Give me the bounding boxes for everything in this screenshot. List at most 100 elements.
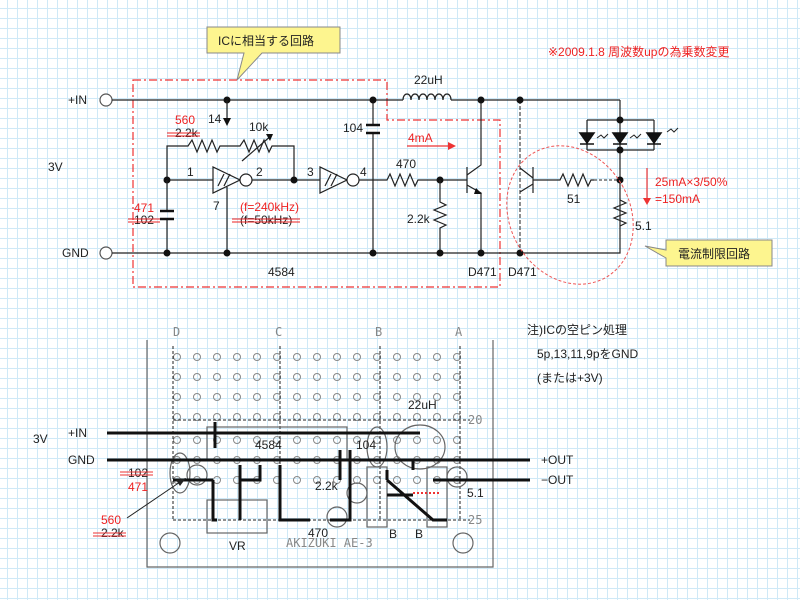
inverter-1	[212, 166, 242, 194]
board-hole	[293, 476, 301, 484]
ic-callout-text: ICに相当する回路	[218, 33, 314, 48]
board-hole	[393, 436, 401, 444]
r1-new-value: 560	[175, 113, 195, 127]
led-current-total: =150mA	[655, 192, 700, 206]
notes-line1: 5p,13,11,9pをGND	[537, 347, 639, 361]
ic-name: 4584	[268, 265, 295, 279]
board-hole	[333, 353, 341, 361]
inverter-2	[319, 166, 349, 194]
board-hole	[173, 353, 181, 361]
board-c2: 104	[356, 438, 376, 452]
r4-value: 51	[567, 192, 581, 206]
col-a: A	[455, 325, 463, 339]
board-hole	[413, 413, 421, 421]
current-limit-callout: 電流制限回路	[644, 239, 773, 267]
current-label: 4mA	[408, 131, 433, 145]
led-current-calc: 25mA×3/50%	[655, 175, 728, 189]
board-hole	[373, 393, 381, 401]
board-hole	[453, 393, 461, 401]
board-hole	[173, 373, 181, 381]
board-hole	[273, 413, 281, 421]
board-ic: 4584	[255, 438, 282, 452]
board-hole	[413, 436, 421, 444]
vr-outline	[206, 499, 268, 534]
board-hole	[193, 436, 201, 444]
gnd-label: GND	[62, 246, 89, 260]
board-hole	[433, 436, 441, 444]
board-hole	[313, 393, 321, 401]
board-hole	[393, 373, 401, 381]
diode1-label: D471	[468, 265, 497, 279]
board-hole	[273, 353, 281, 361]
pin14-label: 14	[208, 112, 222, 126]
board-hole	[213, 373, 221, 381]
board-holes	[173, 353, 461, 484]
c1-old-value: 102	[134, 213, 154, 227]
board-hole	[213, 353, 221, 361]
board-r5: 5.1	[467, 486, 484, 500]
plus-in-terminal	[99, 93, 113, 107]
board-b2: B	[415, 527, 423, 541]
inductor-label: 22uH	[414, 73, 443, 87]
board-minus-out: −OUT	[541, 473, 574, 487]
board-hole	[373, 373, 381, 381]
board-hole	[373, 413, 381, 421]
board-hole	[413, 373, 421, 381]
ic-boundary	[132, 79, 501, 288]
board-hole	[313, 373, 321, 381]
board-hole	[273, 393, 281, 401]
board-hole	[293, 393, 301, 401]
revision-note: ※2009.1.8 周波数upの為乗数変更	[548, 44, 729, 59]
board-hole	[193, 373, 201, 381]
board-hole	[173, 413, 181, 421]
board-hole	[353, 373, 361, 381]
board-name: AKIZUKI AE-3	[286, 536, 373, 550]
board-hole	[233, 373, 241, 381]
board-hole	[313, 413, 321, 421]
board-hole	[213, 393, 221, 401]
vr-value: 10k	[249, 120, 269, 134]
resistor-470	[359, 172, 467, 188]
board-hole	[193, 353, 201, 361]
c2-value: 104	[343, 121, 363, 135]
board-hole	[453, 373, 461, 381]
row-25: 25	[468, 513, 482, 527]
current-limit-region	[506, 145, 634, 285]
board-hole	[393, 353, 401, 361]
board-hole	[353, 393, 361, 401]
board-hole	[193, 413, 201, 421]
board-hole	[193, 393, 201, 401]
led-array	[578, 127, 679, 145]
board-hole	[253, 393, 261, 401]
pin2-label: 2	[256, 165, 263, 179]
board-r2: 470	[308, 526, 328, 540]
r5-value: 5.1	[635, 219, 652, 233]
board-hole	[333, 373, 341, 381]
board-hole	[333, 413, 341, 421]
r3-value: 2.2k	[407, 212, 431, 226]
row-20: 20	[468, 413, 482, 427]
board-hole	[453, 436, 461, 444]
board-voltage: 3V	[33, 432, 48, 446]
gnd-rail	[112, 223, 621, 254]
board-hole	[253, 353, 261, 361]
board-hole	[233, 436, 241, 444]
board-hole	[373, 436, 381, 444]
board-hole	[453, 353, 461, 361]
col-c: C	[275, 325, 282, 339]
plus-in-label: +IN	[68, 93, 87, 107]
board-hole	[453, 413, 461, 421]
r2-value: 470	[396, 157, 416, 171]
board-hole	[393, 413, 401, 421]
board-hole	[413, 393, 421, 401]
board-hole	[213, 413, 221, 421]
board-hole	[333, 393, 341, 401]
voltage-label: 3V	[48, 160, 63, 174]
notes-title: 注)ICの空ピン処理	[527, 322, 627, 337]
board-plus-in: +IN	[68, 426, 87, 440]
board-inductor: 22uH	[408, 398, 437, 412]
board-hole	[313, 436, 321, 444]
col-d: D	[173, 325, 180, 339]
resistor-5r1	[612, 199, 628, 227]
